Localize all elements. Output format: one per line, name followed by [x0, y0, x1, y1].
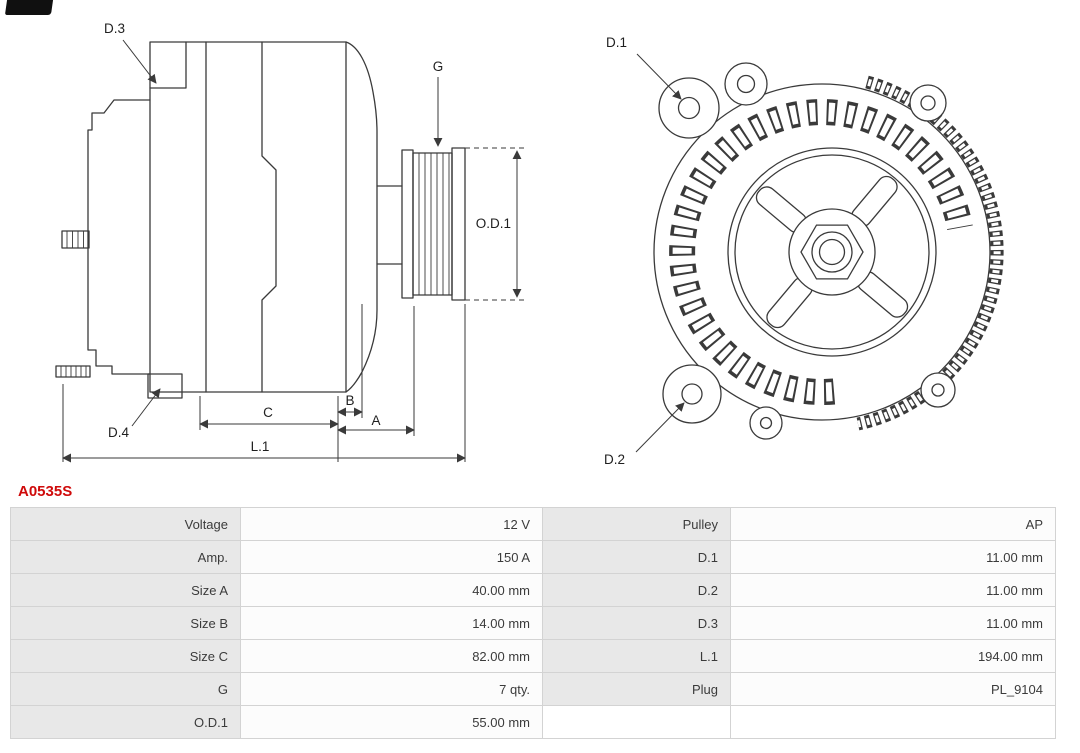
table-row: Size C 82.00 mm L.1 194.00 mm: [10, 639, 1056, 673]
spec-value: AP: [730, 507, 1056, 541]
alternator-front-view: D.1 D.2: [604, 35, 1004, 467]
table-row: Size A 40.00 mm D.2 11.00 mm: [10, 573, 1056, 607]
technical-diagram: O.D.1 G D.3 D.4 C B A L.1: [55, 21, 1004, 467]
spec-value: 7 qty.: [240, 672, 543, 706]
spec-label: G: [10, 672, 241, 706]
dim-label-l1: L.1: [251, 439, 270, 454]
spec-value: 11.00 mm: [730, 540, 1056, 574]
spec-value: 82.00 mm: [240, 639, 543, 673]
spec-value: 55.00 mm: [240, 705, 543, 739]
spec-value-empty: [730, 705, 1056, 739]
spec-value: 150 A: [240, 540, 543, 574]
spec-label: D.1: [542, 540, 731, 574]
brand-logo-icon: [4, 0, 54, 15]
dim-label-d2: D.2: [604, 452, 625, 467]
spec-table: Voltage 12 V Pulley AP Amp. 150 A D.1 11…: [10, 507, 1056, 739]
spec-label: D.3: [542, 606, 731, 640]
dim-label-od1: O.D.1: [476, 216, 511, 231]
dim-label-g: G: [433, 59, 444, 74]
dim-label-d3: D.3: [104, 21, 125, 36]
spec-label: Amp.: [10, 540, 241, 574]
part-number: A0535S: [18, 483, 73, 500]
spec-label-empty: [542, 705, 731, 739]
table-row: Amp. 150 A D.1 11.00 mm: [10, 540, 1056, 574]
dim-label-d1: D.1: [606, 35, 627, 50]
spec-label: Size A: [10, 573, 241, 607]
spec-label: Size B: [10, 606, 241, 640]
table-row: Size B 14.00 mm D.3 11.00 mm: [10, 606, 1056, 640]
spec-value: PL_9104: [730, 672, 1056, 706]
spec-label: L.1: [542, 639, 731, 673]
spec-label: O.D.1: [10, 705, 241, 739]
side-view-dimensions: O.D.1 G D.3 D.4 C B A L.1: [62, 21, 524, 463]
spec-value: 40.00 mm: [240, 573, 543, 607]
table-row: G 7 qty. Plug PL_9104: [10, 672, 1056, 706]
mounting-ears: [658, 62, 956, 440]
spec-label: Voltage: [10, 507, 241, 541]
spec-label: Pulley: [542, 507, 731, 541]
spec-value: 11.00 mm: [730, 573, 1056, 607]
spec-label: D.2: [542, 573, 731, 607]
pulley-spokes: [755, 175, 909, 329]
table-row: Voltage 12 V Pulley AP: [10, 507, 1056, 541]
alternator-side-view: [55, 41, 466, 399]
spec-value: 194.00 mm: [730, 639, 1056, 673]
spec-value: 12 V: [240, 507, 543, 541]
spec-label: Size C: [10, 639, 241, 673]
dim-label-b: B: [345, 393, 354, 408]
dim-label-d4: D.4: [108, 425, 130, 440]
dim-label-c: C: [263, 405, 273, 420]
spec-value: 11.00 mm: [730, 606, 1056, 640]
table-row: O.D.1 55.00 mm: [10, 705, 1056, 739]
spec-value: 14.00 mm: [240, 606, 543, 640]
dim-label-a: A: [371, 413, 380, 428]
spec-label: Plug: [542, 672, 731, 706]
